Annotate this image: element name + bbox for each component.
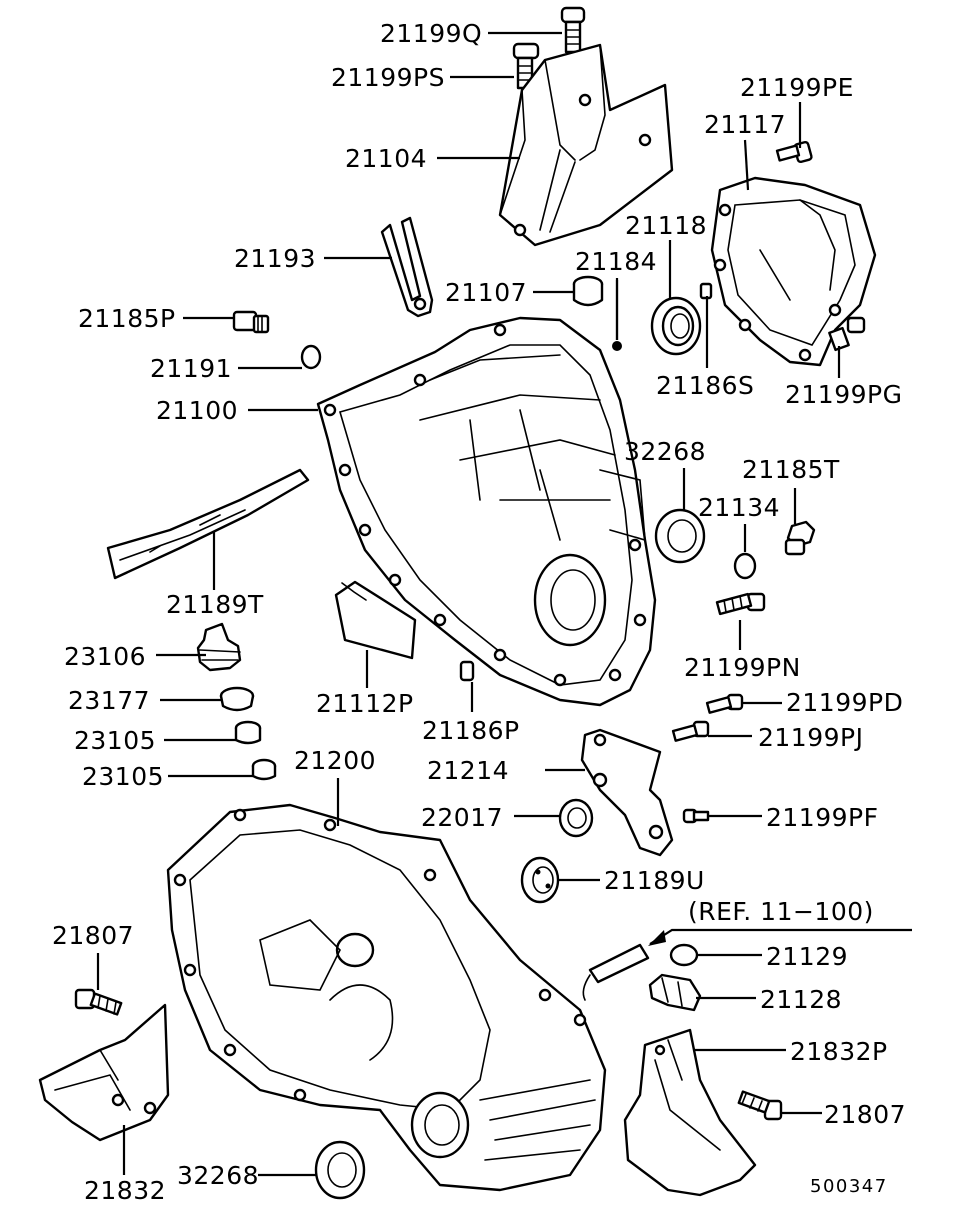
transmission-case-21100-drawing <box>316 316 657 707</box>
label-21199pn: 21199PN <box>684 653 801 682</box>
label-21186s: 21186S <box>656 371 754 400</box>
ring-21134-drawing <box>733 552 757 580</box>
label-23105-upper: 23105 <box>74 726 156 755</box>
label-21832p: 21832P <box>790 1037 888 1066</box>
label-21134: 21134 <box>698 493 780 522</box>
clutch-housing-21200-drawing <box>166 803 607 1192</box>
label-21807-right: 21807 <box>824 1100 906 1129</box>
clip-21128-drawing <box>648 973 702 1012</box>
label-21184: 21184 <box>575 247 657 276</box>
label-21193: 21193 <box>234 244 316 273</box>
label-23105-lower: 23105 <box>82 762 164 791</box>
label-21199q: 21199Q <box>380 19 482 48</box>
label-21199pd: 21199PD <box>786 688 903 717</box>
bracket-21832p-drawing <box>623 1028 757 1197</box>
label-ref-note: (REF. 11−100) <box>688 897 874 926</box>
label-21128: 21128 <box>760 985 842 1014</box>
label-21191: 21191 <box>150 354 232 383</box>
bush-23105-lower-drawing <box>251 758 277 781</box>
bolt-21199pn-drawing <box>715 592 766 616</box>
bolt-21807-right-drawing <box>737 1090 783 1121</box>
label-21117: 21117 <box>704 110 786 139</box>
cover-21189u-drawing <box>520 856 560 904</box>
label-21200: 21200 <box>294 746 376 775</box>
label-21189u: 21189U <box>604 866 705 895</box>
cover-21117-drawing <box>710 176 877 367</box>
label-21118: 21118 <box>625 211 707 240</box>
plug-21185p-drawing <box>232 310 270 334</box>
label-21104: 21104 <box>345 144 427 173</box>
label-21185p: 21185P <box>78 304 176 333</box>
bolt-21807-left-drawing <box>74 988 123 1016</box>
fork-21193-drawing <box>380 216 434 318</box>
label-21199pf: 21199PF <box>766 803 878 832</box>
bolt-21199pd-drawing <box>705 693 744 714</box>
label-32268-upper: 32268 <box>624 437 706 466</box>
label-21112p: 21112P <box>316 689 414 718</box>
seal-32268-upper-drawing <box>654 508 706 564</box>
plug-21107-drawing <box>572 275 604 307</box>
seal-32268-lower-drawing <box>314 1140 366 1200</box>
label-21189t: 21189T <box>166 590 264 619</box>
label-21807-left: 21807 <box>52 921 134 950</box>
plate-21112p-drawing <box>334 580 417 660</box>
sensor-wire-drawing <box>582 928 912 1001</box>
bolt-21199pf-drawing <box>682 808 710 824</box>
label-32268-lower: 32268 <box>177 1161 259 1190</box>
cap-21129-drawing <box>669 943 699 967</box>
pin-21186s-drawing <box>699 282 713 300</box>
washer-21191-drawing <box>300 344 322 370</box>
bush-23177-drawing <box>219 686 255 712</box>
pin-21186p-drawing <box>459 660 475 682</box>
bolt-21199pe-drawing <box>775 140 813 164</box>
boot-23106-drawing <box>196 622 242 672</box>
bolt-21199pj-drawing <box>671 720 710 742</box>
diagram-id: 500347 <box>810 1176 888 1197</box>
plate-21189t-drawing <box>106 468 310 580</box>
label-23106: 23106 <box>64 642 146 671</box>
bolt-21199pg-drawing <box>828 316 866 352</box>
bush-23105-upper-drawing <box>234 720 262 745</box>
label-21186p: 21186P <box>422 716 520 745</box>
label-21199pj: 21199PJ <box>758 723 863 752</box>
leader-lines <box>96 31 841 1177</box>
label-21199ps: 21199PS <box>331 63 445 92</box>
bolt-21199ps-drawing <box>512 42 540 90</box>
plug-21185t-drawing <box>784 520 816 556</box>
seal-21118-drawing <box>650 296 702 356</box>
label-21129: 21129 <box>766 942 848 971</box>
label-21107: 21107 <box>445 278 527 307</box>
label-22017: 22017 <box>421 803 503 832</box>
label-21199pe: 21199PE <box>740 73 854 102</box>
bracket-21104-drawing <box>498 43 674 247</box>
label-21214: 21214 <box>427 756 509 785</box>
bracket-21214-drawing <box>580 728 674 857</box>
label-21832: 21832 <box>84 1176 166 1205</box>
label-21185t: 21185T <box>742 455 840 484</box>
bolt-21199q-drawing <box>560 6 586 54</box>
seal-22017-drawing <box>558 798 594 838</box>
label-21100: 21100 <box>156 396 238 425</box>
bracket-21832-drawing <box>38 1003 170 1142</box>
label-21199pg: 21199PG <box>785 380 902 409</box>
label-23177: 23177 <box>68 686 150 715</box>
